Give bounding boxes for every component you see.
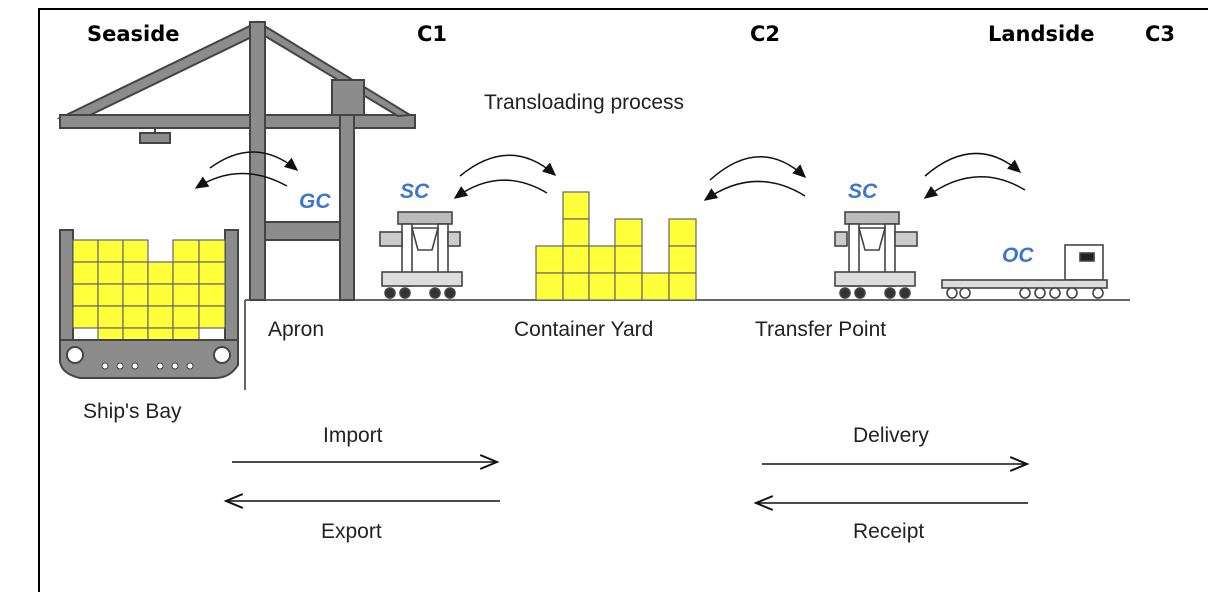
export-label: Export [321,520,382,543]
c2-header: C2 [750,22,781,46]
diagram-frame [38,8,1208,592]
gantry-crane [56,20,416,301]
straddle-carrier-left [379,211,463,299]
straddle-carrier-right [834,211,918,299]
seaside-header: Seaside [87,22,180,46]
c1-header: C1 [417,22,448,46]
ship-containers [72,239,226,343]
oc-label: OC [1002,244,1034,267]
delivery-label: Delivery [853,424,929,447]
apron-label: Apron [268,318,325,341]
ship-icon [59,229,239,379]
ships-bay-label: Ship's Bay [83,400,182,423]
transfer-point-label: Transfer Point [755,318,887,341]
receipt-label: Receipt [853,520,925,543]
transloading-process-title: Transloading process [484,91,684,114]
gc-label: GC [299,190,331,213]
container-yard-stack [535,191,697,301]
sc-left-label: SC [400,180,430,203]
import-label: Import [323,424,383,447]
flow-arrows [226,462,1028,503]
ground-line [244,299,1130,390]
truck-icon [941,244,1108,299]
c3-header: C3 [1145,22,1176,46]
sc-right-label: SC [848,180,878,203]
transfer-arrows [194,151,1026,201]
container-yard-label: Container Yard [514,318,654,341]
landside-header: Landside [988,22,1095,46]
